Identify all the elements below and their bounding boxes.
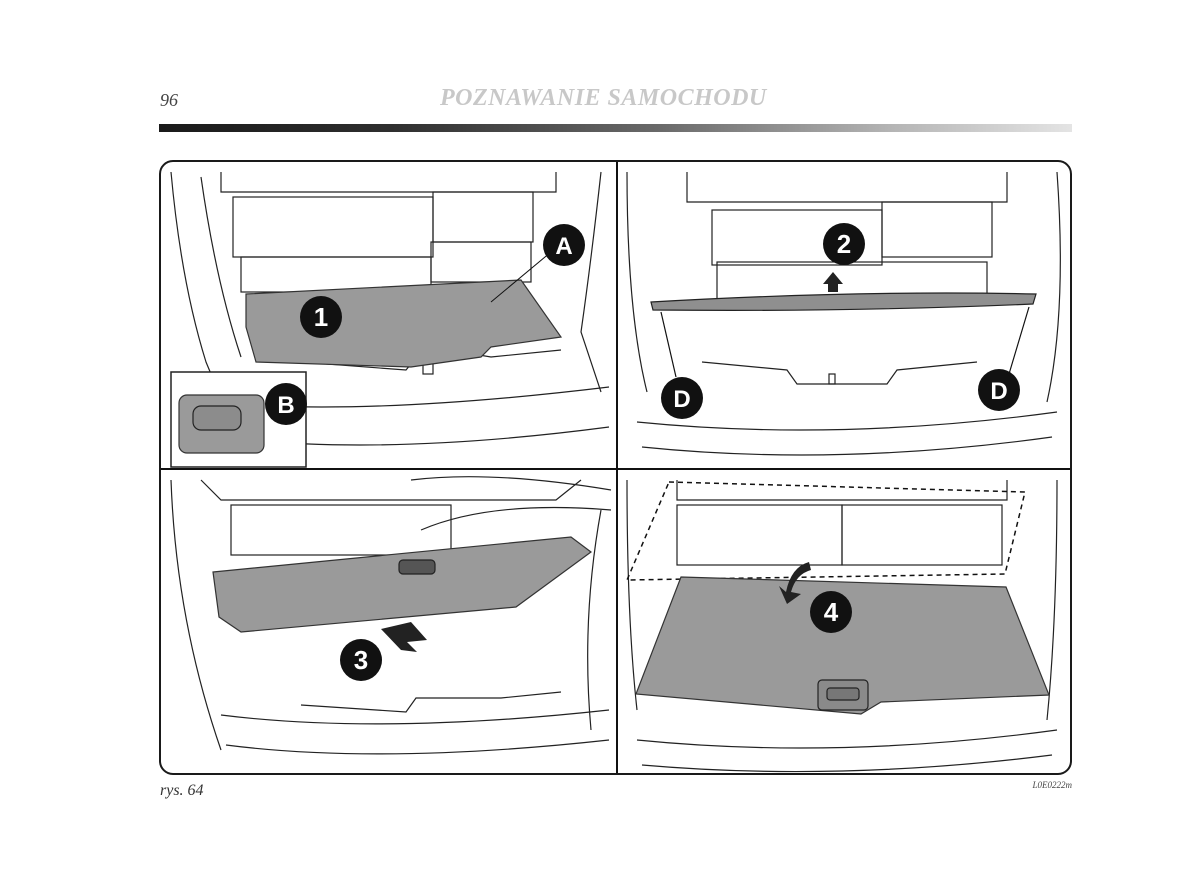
section-title: POZNAWANIE SAMOCHODU	[440, 85, 767, 111]
arrow-up-icon	[823, 272, 843, 292]
header-rule	[159, 124, 1072, 132]
callout-b-text: B	[277, 392, 294, 419]
callout-2: 2	[823, 223, 865, 265]
callout-a: A	[543, 224, 585, 266]
trunk-illustration: 1 A B 2 D D 3 4	[161, 162, 1070, 773]
panel-step-3	[170, 476, 612, 755]
callout-4-text: 4	[824, 597, 839, 627]
illustration-figure: 1 A B 2 D D 3 4	[159, 160, 1072, 775]
figure-caption: rys. 64	[160, 782, 204, 799]
callout-3: 3	[340, 639, 382, 681]
page-number: 96	[160, 90, 178, 110]
callout-3-text: 3	[354, 645, 368, 675]
callout-b: B	[265, 383, 307, 425]
callout-4: 4	[810, 591, 852, 633]
callout-1-text: 1	[314, 302, 328, 332]
cargo-cover-panel-1	[245, 279, 563, 368]
dashed-outline	[625, 481, 1026, 581]
cargo-cover-tilted-3	[212, 536, 593, 633]
arrow-push-icon	[381, 622, 427, 652]
callout-d-right: D	[978, 369, 1020, 411]
callout-2-text: 2	[837, 229, 851, 259]
panel-step-1	[170, 171, 610, 446]
callout-a-text: A	[555, 233, 572, 260]
callout-1: 1	[300, 296, 342, 338]
callout-d-left: D	[661, 377, 703, 419]
figure-code: L0E0222m	[1032, 780, 1072, 790]
callout-d-right-text: D	[990, 378, 1007, 405]
callout-d-left-text: D	[673, 386, 690, 413]
arrow-down-icon	[779, 562, 811, 604]
cargo-cover-lifted-2	[650, 292, 1037, 311]
cargo-cover-flat-4	[635, 576, 1050, 715]
